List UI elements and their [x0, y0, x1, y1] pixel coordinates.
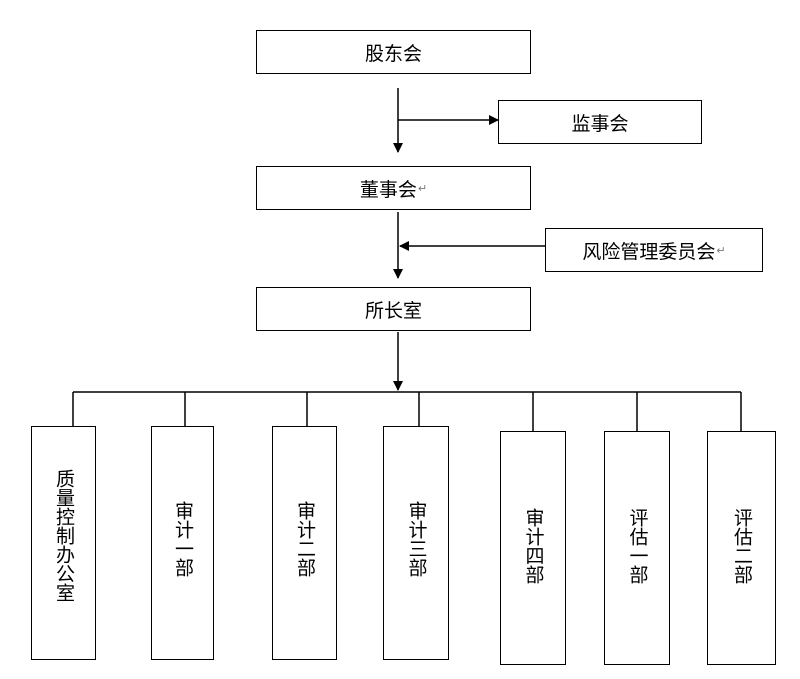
- department-box-audit-2: 审计二部: [272, 426, 337, 660]
- department-label: 质量控制办公室: [53, 469, 75, 602]
- department-label: 审计四部: [522, 508, 545, 584]
- risk-committee-box: 风险管理委员会↵: [545, 228, 763, 272]
- director-office-box: 所长室: [256, 287, 531, 331]
- department-box-valuation-1: 评估一部: [604, 431, 670, 665]
- department-label: 评估二部: [731, 508, 753, 584]
- department-box-audit-1: 审计一部: [151, 426, 214, 660]
- board-box: 董事会↵: [256, 166, 531, 210]
- shareholders-label: 股东会: [364, 42, 422, 65]
- department-box-audit-4: 审计四部: [500, 431, 566, 665]
- shareholders-box: 股东会: [256, 30, 531, 74]
- department-label: 评估一部: [626, 508, 649, 584]
- director-office-label: 所长室: [364, 299, 422, 322]
- department-label: 审计一部: [172, 501, 194, 577]
- department-label: 审计三部: [405, 501, 428, 577]
- board-label: 董事会: [359, 178, 417, 201]
- supervisors-label: 监事会: [571, 112, 629, 135]
- department-box-valuation-2: 评估二部: [707, 431, 776, 665]
- return-mark: ↵: [716, 243, 726, 257]
- department-box-audit-3: 审计三部: [383, 426, 449, 660]
- department-label: 审计二部: [294, 501, 316, 577]
- department-box-quality-control: 质量控制办公室: [31, 426, 96, 660]
- return-mark: ↵: [417, 181, 428, 195]
- supervisors-box: 监事会: [498, 100, 702, 144]
- risk-committee-label: 风险管理委员会: [582, 240, 716, 263]
